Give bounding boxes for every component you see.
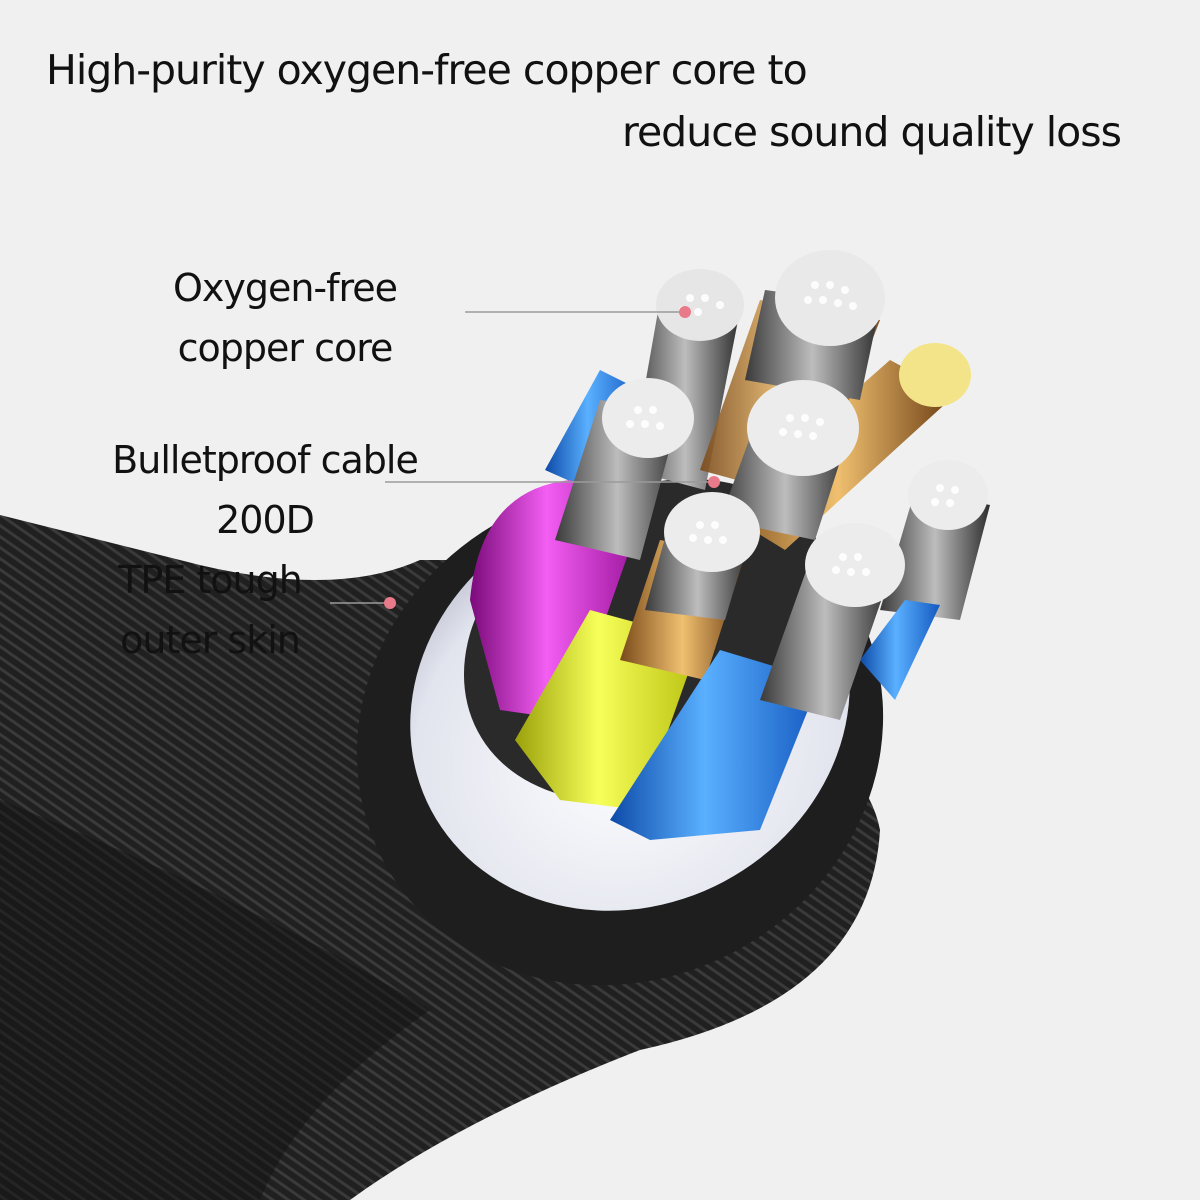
callout-line: Bulletproof cable: [112, 438, 419, 482]
leader-dot-copper: [679, 306, 691, 318]
callout-bulletproof-cable: Bulletproof cable 200D: [95, 430, 435, 550]
wire-right-bundle: [860, 460, 990, 700]
wire-blue-front: [610, 523, 905, 840]
wire-magenta: [470, 378, 694, 720]
callout-oxygen-free-copper-core: Oxygen-free copper core: [160, 258, 410, 378]
callout-tpe-outer-skin: TPE tough outer skin: [95, 550, 325, 670]
headline-line-2: reduce sound quality loss: [622, 108, 1122, 156]
outer-skin-shadow: [0, 800, 430, 1200]
strand-dots: [626, 281, 959, 576]
headline-line-1: High-purity oxygen-free copper core to: [46, 46, 808, 94]
leader-dot-tpe: [384, 597, 396, 609]
callout-line: 200D: [216, 498, 315, 542]
leader-dot-bulletproof: [708, 476, 720, 488]
wire-center-bundle: [720, 380, 859, 540]
callout-line: TPE tough: [118, 558, 303, 602]
callout-leaders: [330, 306, 720, 609]
callout-line: Oxygen-free: [172, 266, 398, 310]
callout-line: copper core: [177, 326, 394, 370]
callout-line: outer skin: [120, 618, 301, 662]
